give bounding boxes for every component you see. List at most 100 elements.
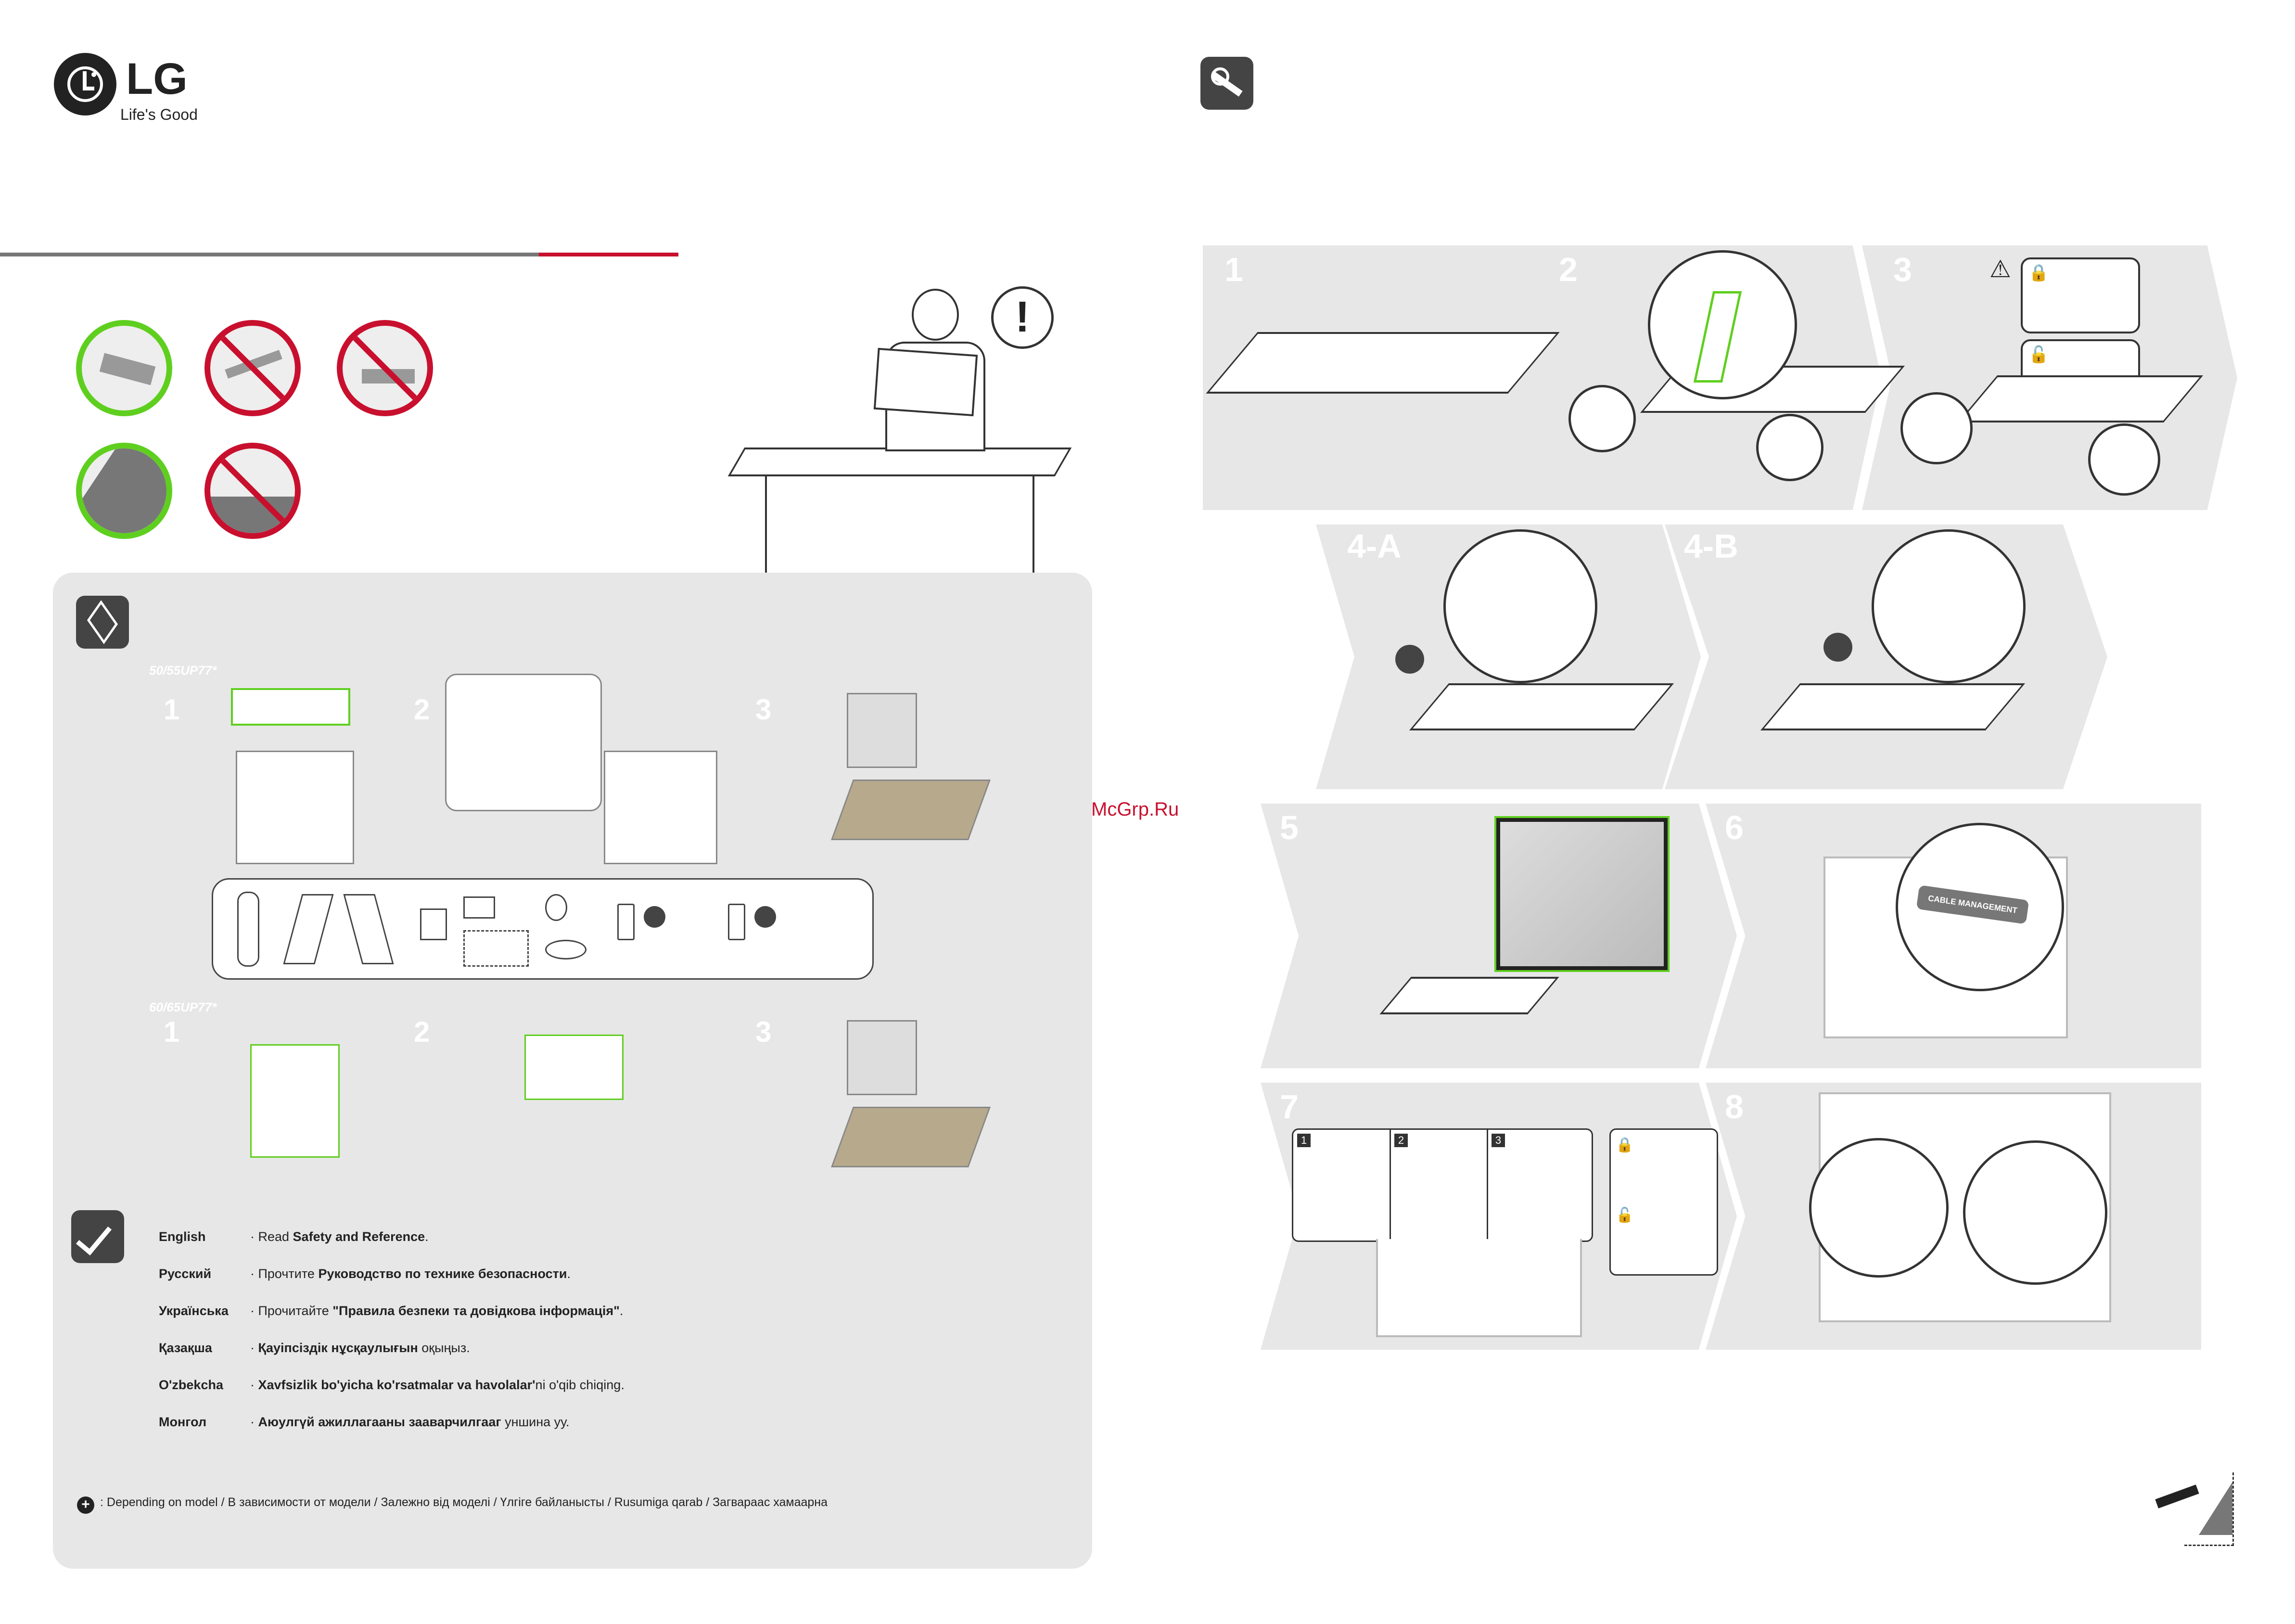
model-label-a: 50/55UP77*	[149, 663, 217, 678]
model-label-b: 60/65UP77*	[149, 1000, 217, 1014]
step-1-tv-facedown-illustration	[1206, 332, 1560, 394]
step-7-tv-back-illustration	[1376, 1239, 1582, 1337]
instruction-suffix: .	[619, 1304, 624, 1318]
step-5-tv-flat-illustration	[1379, 977, 1559, 1014]
parts-list-panel	[212, 878, 874, 980]
watermark: McGrp.Ru	[1091, 799, 1179, 820]
instruction-prefix: ·	[250, 1341, 258, 1355]
carry-correct-illustration	[76, 320, 172, 416]
instruction-prefix: · Прочтите	[250, 1266, 319, 1281]
carry-flat-wrong-illustration	[204, 320, 301, 416]
lg-logo-icon	[54, 53, 116, 115]
stand-right-icon	[343, 894, 394, 964]
instruction-document-title: Қауіпсіздік нұсқаулығын	[258, 1341, 418, 1355]
substep-3-number: 3	[1492, 1134, 1505, 1147]
person-reading-illustration	[866, 289, 1001, 451]
step-a2-number: 2	[414, 693, 430, 726]
depending-on-model-note: : Depending on model / В зависимости от …	[100, 1496, 828, 1509]
step-4a-screw-marker	[1395, 645, 1424, 674]
instruction-document-title: Руководство по технике безопасности	[318, 1266, 567, 1281]
step-b2-lift-illustration	[524, 1035, 624, 1100]
cable-holder-icon	[463, 896, 495, 919]
step-8-zoom-right	[1963, 1140, 2107, 1285]
step-8-number: 8	[1725, 1088, 1744, 1125]
attention-icon: !	[991, 286, 1054, 349]
instruction-document-title: Xavfsizlik bo'yicha ko'rsatmalar va havo…	[258, 1378, 536, 1392]
tools-icon	[1200, 57, 1253, 110]
unlock-icon: 🔓	[2028, 345, 2049, 364]
header-rule	[0, 253, 539, 256]
step-2-number: 2	[1559, 251, 1578, 288]
language-name: Қазақша	[159, 1341, 212, 1355]
clamp-icon	[545, 894, 567, 921]
safety-instruction: · Аюулгүй ажиллагааны зааварчилгааг унши…	[250, 1415, 569, 1430]
substep-2-number: 2	[1394, 1134, 1408, 1147]
step-b3-table-illustration	[831, 1107, 991, 1167]
step-a1-number: 1	[164, 693, 180, 726]
step-5-number: 5	[1280, 809, 1299, 846]
screw-a-marker	[644, 906, 665, 928]
lock-icon: 🔒	[2028, 264, 2049, 282]
step-4b-screw-marker	[1823, 633, 1852, 662]
safety-instruction: · Xavfsizlik bo'yicha ko'rsatmalar va ha…	[250, 1378, 625, 1393]
step-7-clip-panel: 🔒 🔓	[1609, 1128, 1718, 1276]
carry-horizontal-wrong-illustration	[337, 320, 433, 416]
step-a1-box-illustration	[236, 751, 354, 864]
step-a2-lift-illustration	[445, 674, 602, 811]
step-3-zoom-left	[1900, 392, 1973, 464]
step-4b-number: 4-B	[1684, 527, 1738, 565]
unlock-icon: 🔓	[1616, 1207, 1634, 1223]
cable-tie-icon	[545, 940, 586, 959]
step-a3-tv-illustration	[847, 693, 917, 768]
screw-a-icon	[617, 904, 635, 940]
screw-b-marker	[754, 906, 776, 928]
lock-icon: 🔒	[1616, 1137, 1634, 1153]
step-a2-box-illustration	[604, 751, 717, 864]
checklist-icon	[71, 1210, 124, 1263]
substep-1-number: 1	[1297, 1134, 1311, 1147]
instruction-suffix: уншина уу.	[501, 1415, 570, 1429]
instruction-prefix: · Read	[250, 1229, 293, 1244]
remote-icon	[237, 892, 259, 967]
instruction-prefix: · Прочитайте	[250, 1304, 333, 1318]
step-4b-tv-illustration	[1760, 683, 2026, 730]
header-rule-accent	[539, 253, 678, 256]
instruction-suffix: оқыңыз.	[418, 1341, 470, 1355]
cable-management-label: CABLE MANAGEMENT	[1916, 885, 2029, 924]
step-2-zoom-left	[1568, 385, 1636, 452]
step-8-zoom-left	[1809, 1138, 1949, 1278]
step-b3-number: 3	[755, 1016, 772, 1048]
language-name: O'zbekcha	[159, 1378, 223, 1392]
step-a1-packing-illustration	[231, 688, 350, 726]
language-name: English	[159, 1229, 206, 1244]
safety-instruction: · Read Safety and Reference.	[250, 1229, 429, 1244]
step-4a-number: 4-A	[1347, 527, 1402, 565]
step-3-zoom-right	[2088, 423, 2160, 496]
step-b1-box-illustration	[250, 1044, 340, 1158]
instruction-prefix: ·	[250, 1415, 258, 1429]
page-turn-icon	[2155, 1472, 2234, 1546]
instruction-prefix: ·	[250, 1378, 258, 1392]
step-4b-zoom-illustration	[1872, 529, 2026, 683]
instruction-suffix: .	[567, 1266, 571, 1281]
safety-instruction: · Прочитайте "Правила безпеки та довідко…	[250, 1304, 623, 1318]
warning-icon: ⚠	[1989, 256, 2011, 282]
language-name: Русский	[159, 1266, 212, 1281]
safety-instruction: · Қауіпсіздік нұсқаулығын оқыңыз.	[250, 1341, 470, 1355]
plus-icon: +	[77, 1496, 94, 1514]
instruction-document-title: "Правила безпеки та довідкова інформація…	[332, 1304, 620, 1318]
step-a3-number: 3	[755, 693, 772, 726]
step-b2-number: 2	[414, 1016, 430, 1048]
step-3-lock-panel: 🔒	[2021, 257, 2140, 333]
touch-screen-wrong-illustration	[204, 443, 301, 539]
optional-cable-icon	[463, 930, 529, 967]
manual-icon	[420, 908, 447, 940]
language-name: Українська	[159, 1304, 229, 1318]
step-3-tv-illustration	[1957, 375, 2204, 422]
step-4a-tv-illustration	[1409, 683, 1674, 730]
instruction-suffix: ni o'qib chiqing.	[535, 1378, 625, 1392]
step-1-number: 1	[1224, 251, 1243, 288]
step-7-substeps-panel: 1 2 3	[1292, 1128, 1593, 1242]
screw-b-icon	[728, 904, 745, 940]
step-7-number: 7	[1280, 1088, 1299, 1125]
